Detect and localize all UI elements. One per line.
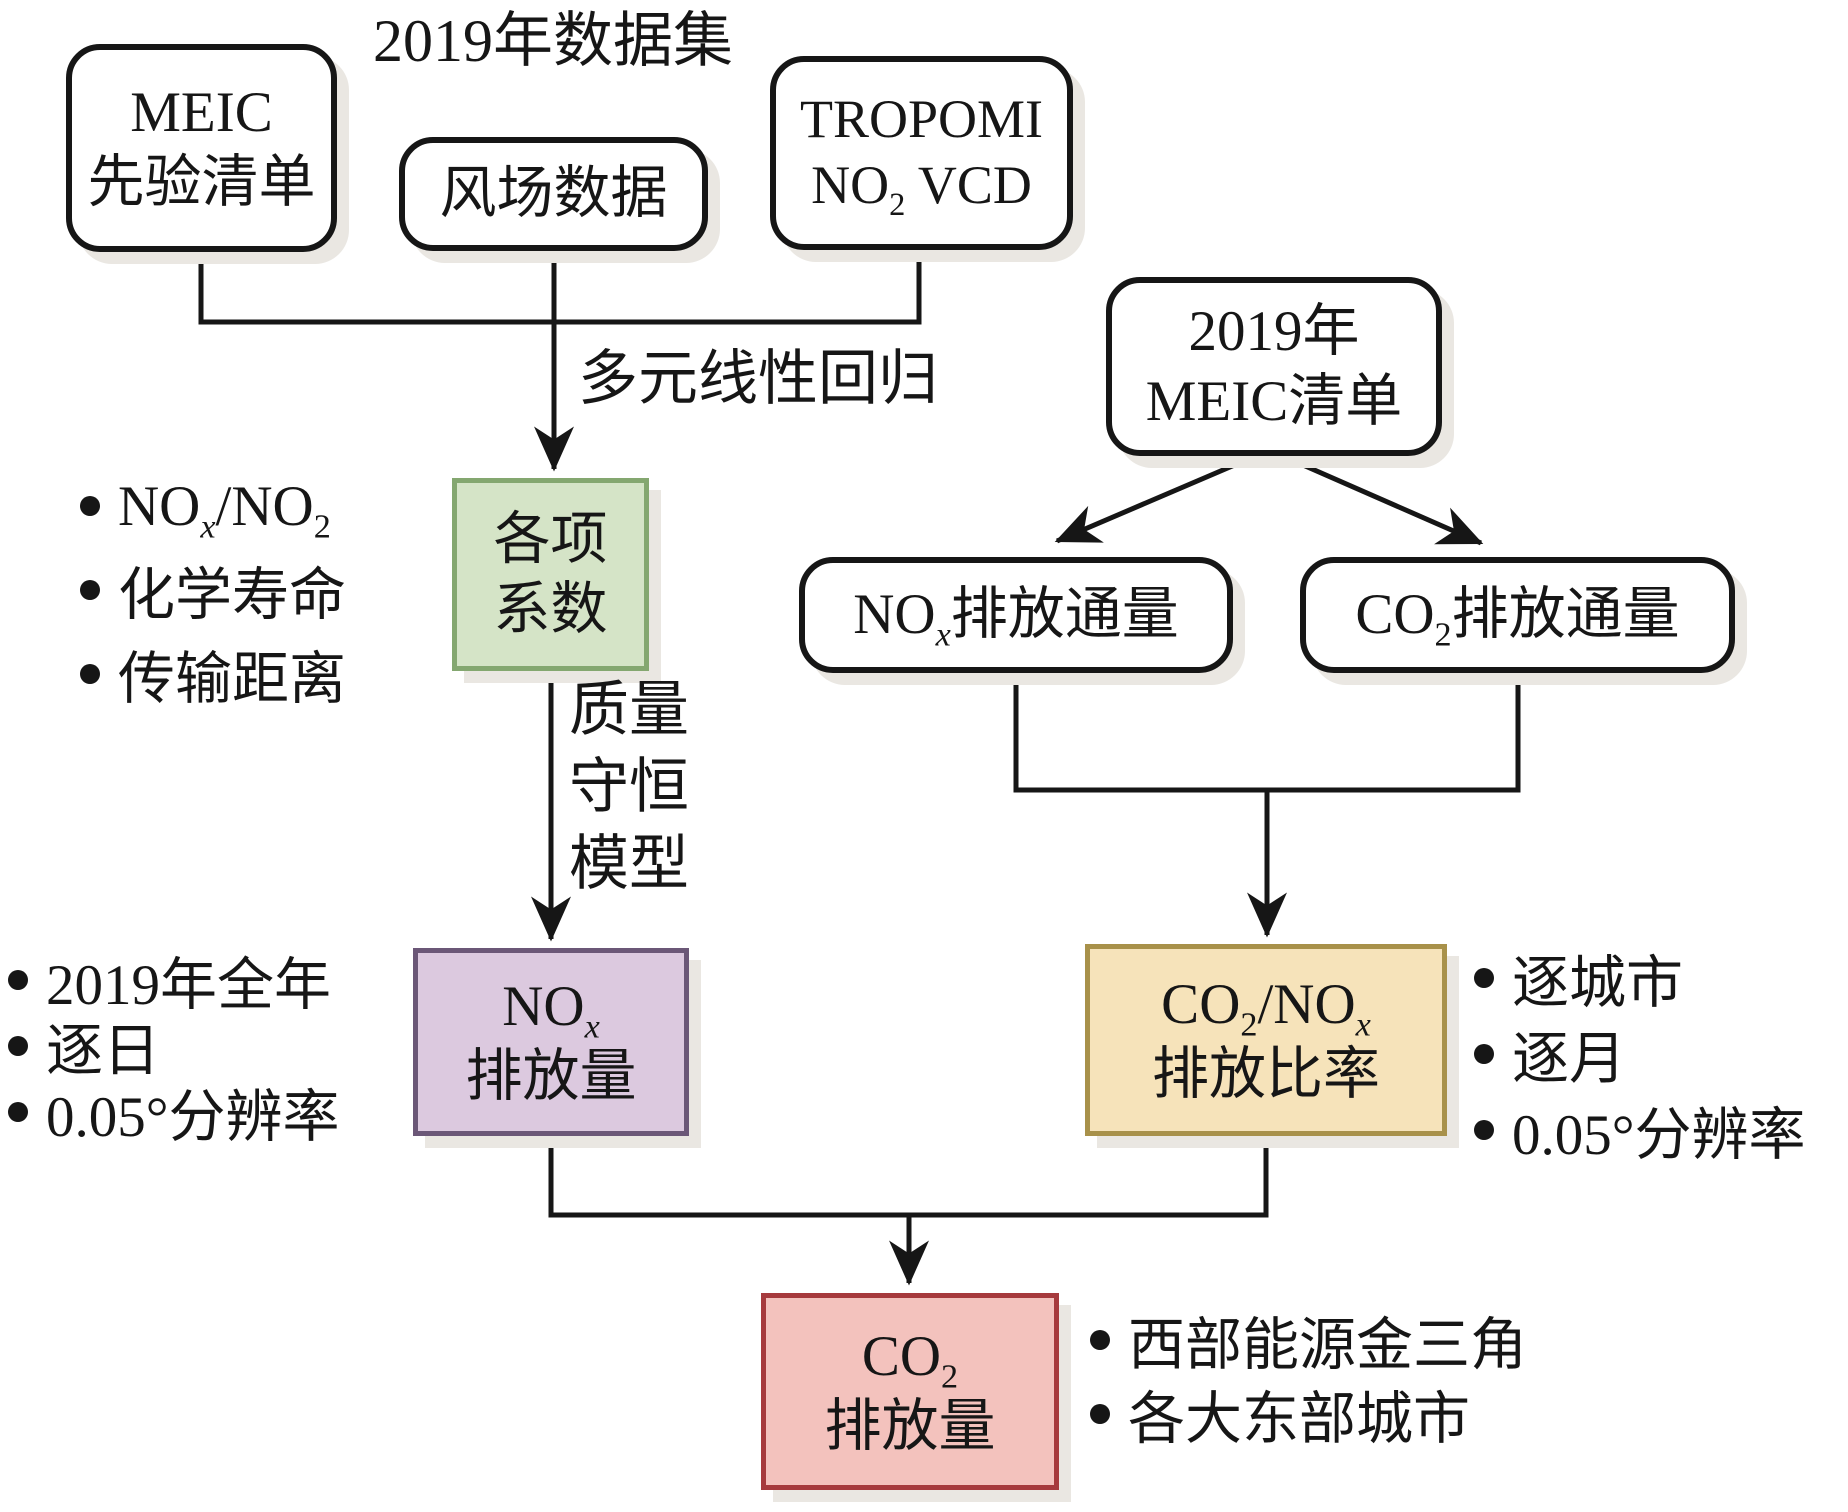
list-item: 0.05°分辨率	[1474, 1092, 1806, 1168]
box-tropomi-no2-vcd: TROPOMI NO2 VCD	[770, 56, 1073, 250]
meic-to-noxflux-arrow	[1054, 455, 1252, 544]
list-item: 逐月	[1474, 1016, 1806, 1092]
box-co2-emissions-line2: 排放量	[824, 1394, 996, 1458]
bullet-dot	[8, 970, 28, 990]
box-co2-emissions-line1: CO2	[861, 1324, 959, 1396]
box-co2-nox-ratio: CO2/NOx 排放比率	[1085, 944, 1447, 1136]
bullet-dot	[1474, 1120, 1494, 1140]
bullet-dot	[80, 664, 100, 684]
list-item: 西部能源金三角	[1090, 1303, 1527, 1377]
nox-emission-notes-list: 2019年全年 逐日 0.05°分辨率	[8, 947, 340, 1149]
box-coefficients-line1: 各项	[493, 507, 608, 571]
bullet-dot	[1474, 968, 1494, 988]
nox-note-resolution: 0.05°分辨率	[46, 1086, 340, 1149]
box-co2-flux-label: CO2排放通量	[1355, 583, 1680, 654]
box-meic-prior-inventory: MEIC 先验清单	[66, 44, 337, 252]
top-merge-line	[198, 250, 922, 325]
bullet-dot	[1090, 1404, 1110, 1424]
meic-to-co2flux-arrow	[1285, 455, 1484, 546]
list-item: 化学寿命	[80, 548, 346, 632]
flux-merge-line	[1013, 673, 1521, 793]
mass-model-line2: 守恒	[569, 754, 689, 820]
list-item: 逐日	[8, 1013, 340, 1083]
diagram-title: 2019年数据集	[373, 8, 733, 74]
list-item: 2019年全年	[8, 947, 340, 1017]
box-tropomi-line1: TROPOMI	[799, 89, 1044, 150]
box-coefficients: 各项 系数	[452, 478, 649, 671]
ratio-notes-list: 逐城市 逐月 0.05°分辨率	[1474, 940, 1806, 1168]
box-nox-emissions: NOx 排放量	[413, 948, 689, 1136]
bullet-dot	[1474, 1044, 1494, 1064]
bottom-merge-line	[548, 1136, 1269, 1218]
box-meic-2019-inventory: 2019年 MEIC清单	[1106, 277, 1442, 456]
bullet-dot	[1090, 1330, 1110, 1350]
ratio-note-monthly: 逐月	[1512, 1028, 1626, 1091]
list-item: NOx/NO2	[80, 464, 346, 548]
list-item: 各大东部城市	[1090, 1377, 1527, 1451]
label-multilinear-regression: 多元线性回归	[578, 346, 938, 412]
nox-note-daily: 逐日	[46, 1020, 160, 1083]
bullet-dot	[80, 580, 100, 600]
box-meic-prior-line1: MEIC	[130, 81, 273, 145]
ratio-note-resolution: 0.05°分辨率	[1512, 1104, 1806, 1167]
mass-model-line3: 模型	[569, 831, 689, 897]
box-ratio-line1: CO2/NOx	[1161, 973, 1371, 1044]
ratio-note-city: 逐城市	[1512, 952, 1683, 1015]
box-meic-2019-line2: MEIC清单	[1145, 369, 1403, 433]
list-item: 0.05°分辨率	[8, 1079, 340, 1149]
co2-region-notes-list: 西部能源金三角 各大东部城市	[1090, 1303, 1527, 1451]
box-wind-field-label: 风场数据	[439, 162, 668, 226]
box-nox-emissions-line2: 排放量	[465, 1045, 637, 1108]
co2-note-west-triangle: 西部能源金三角	[1128, 1314, 1527, 1377]
bullet-dot	[8, 1102, 28, 1122]
coefficient-notes-list: NOx/NO2 化学寿命 传输距离	[80, 464, 346, 716]
nox-note-year: 2019年全年	[46, 954, 331, 1017]
coef-note-transport: 传输距离	[118, 648, 346, 711]
list-item: 传输距离	[80, 632, 346, 716]
list-item: 逐城市	[1474, 940, 1806, 1016]
box-coefficients-line2: 系数	[493, 577, 608, 641]
co2-note-east-cities: 各大东部城市	[1128, 1388, 1470, 1451]
box-meic-2019-line1: 2019年	[1188, 299, 1360, 363]
mass-model-line1: 质量	[569, 677, 689, 743]
box-nox-emission-flux: NOx排放通量	[799, 557, 1233, 673]
box-nox-emissions-line1: NOx	[502, 975, 600, 1046]
coef-note-nox-no2: NOx/NO2	[118, 474, 331, 545]
box-co2-emissions: CO2 排放量	[761, 1293, 1059, 1490]
bullet-dot	[80, 496, 100, 516]
coef-note-lifetime: 化学寿命	[118, 564, 346, 627]
box-co2-emission-flux: CO2排放通量	[1300, 557, 1735, 673]
box-ratio-line2: 排放比率	[1152, 1043, 1380, 1106]
label-mass-conservation-model: 质量 守恒 模型	[565, 672, 693, 903]
box-meic-prior-line2: 先验清单	[87, 151, 316, 214]
bullet-dot	[8, 1036, 28, 1056]
box-wind-field-data: 风场数据	[399, 137, 708, 251]
box-nox-flux-label: NOx排放通量	[853, 583, 1179, 654]
box-tropomi-line2: NO2 VCD	[811, 155, 1032, 223]
